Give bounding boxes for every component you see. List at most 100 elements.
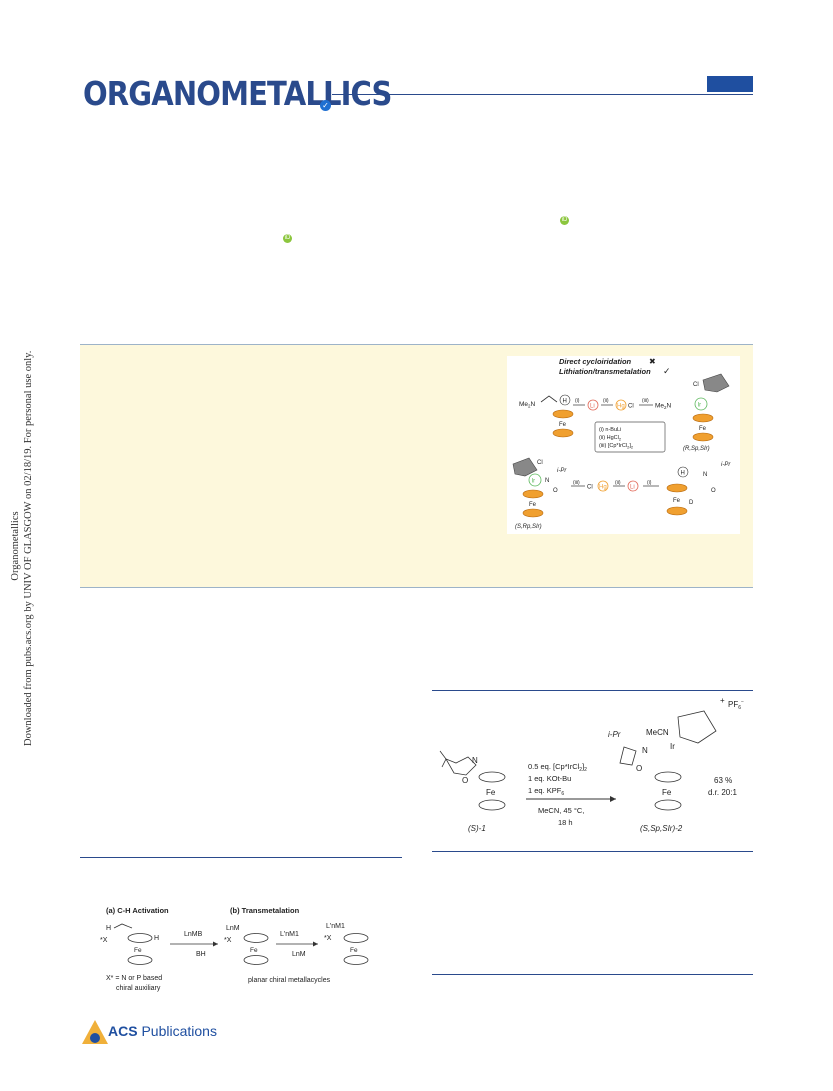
cp-ring-top [552,409,574,419]
svg-text:H: H [681,471,685,477]
journal-logo: ORGANOMETALLICS [83,74,392,113]
svg-text:1 eq. KOt-Bu: 1 eq. KOt-Bu [528,774,571,783]
scheme-1: N O Fe (S)-1 0.5 eq. [Cp*IrCl2]2 1 eq. K… [432,690,753,852]
svg-text:Fe: Fe [250,947,258,954]
svg-text:L'nM1: L'nM1 [326,923,345,930]
check-icon: ✓ [663,366,671,376]
svg-text:(S,Sp,SIr)-2: (S,Sp,SIr)-2 [640,824,683,833]
svg-text:(i): (i) [575,398,580,404]
svg-text:X* = N or P based: X* = N or P based [106,975,162,982]
svg-text:Cl: Cl [587,485,593,491]
svg-text:chiral auxiliary: chiral auxiliary [116,985,161,992]
toc-scheme: Direct cycloiridation ✖ Lithiation/trans… [512,357,731,530]
svg-text:(iii): (iii) [573,480,580,486]
hg-circle [615,399,627,411]
svg-text:Ir: Ir [670,742,675,751]
svg-text:*X: *X [224,937,232,944]
toc-direct-label: Direct cycloiridation [559,357,632,366]
toc-lith-label: Lithiation/transmetalation [559,367,651,376]
acs-publications-wordmark: ACS Publications [108,1023,217,1039]
svg-text:d.r. 20:1: d.r. 20:1 [708,788,737,797]
svg-text:LnMB: LnMB [184,931,203,938]
svg-text:H: H [563,399,567,405]
svg-text:(R,Sp,SIr): (R,Sp,SIr) [683,446,710,452]
svg-text:(ii) HgCl2: (ii) HgCl2 [599,435,622,442]
figure-1: (a) C-H Activation (b) Transmetalation H… [80,857,402,1008]
toc-graphic: Direct cycloiridation ✖ Lithiation/trans… [507,356,740,534]
reagent-box [594,421,666,453]
svg-text:1 eq. KPF6: 1 eq. KPF6 [528,786,564,797]
svg-text:Fe: Fe [673,498,681,504]
svg-text:H: H [106,925,111,932]
svg-text:BH: BH [196,951,206,958]
svg-text:0.5 eq. [Cp*IrCl2]2: 0.5 eq. [Cp*IrCl2]2 [528,762,587,773]
journal-masthead: ORGANOMETALLICS [83,74,434,113]
cp-star-ring [677,710,717,744]
svg-text:O: O [636,764,642,773]
header-accent-block [707,76,753,92]
acs-wordmark-suffix: Publications [141,1023,217,1039]
svg-text:(iii) [Cp*IrCl2]2: (iii) [Cp*IrCl2]2 [599,443,634,450]
verified-check-icon[interactable]: ✓ [320,100,331,111]
svg-text:LnM: LnM [292,951,306,958]
svg-text:Fe: Fe [350,947,358,954]
svg-text:Fe: Fe [529,502,537,508]
svg-text:Fe: Fe [486,788,496,797]
svg-text:N: N [545,478,549,484]
svg-text:Ir: Ir [698,403,702,409]
svg-text:Ir: Ir [532,479,536,485]
acs-publications-logo[interactable] [80,1018,220,1048]
svg-text:i-Pr: i-Pr [608,730,621,739]
svg-text:PF6−: PF6− [728,699,744,711]
svg-text:+: + [720,696,725,705]
svg-text:(ii): (ii) [603,398,609,404]
svg-text:Fe: Fe [134,947,142,954]
svg-text:*X: *X [324,935,332,942]
svg-text:Fe: Fe [699,426,707,432]
svg-text:i-Pr: i-Pr [721,462,731,468]
svg-text:Cl: Cl [537,460,543,466]
svg-text:(i) n-BuLi: (i) n-BuLi [599,427,621,433]
svg-text:L'nM1: L'nM1 [280,931,299,938]
cp-star-ring-2 [512,457,538,477]
download-notice-journal: Organometallics [10,511,21,581]
fig1-label-a: (a) C-H Activation [106,906,169,915]
svg-text:18 h: 18 h [558,818,573,827]
svg-text:Hg: Hg [599,485,607,491]
svg-text:Hg: Hg [617,404,625,410]
header-divider [332,94,753,95]
svg-text:(S,Rp,SIr): (S,Rp,SIr) [515,524,542,530]
svg-text:O: O [711,488,716,494]
svg-text:Cl: Cl [628,404,634,410]
svg-text:*X: *X [100,937,108,944]
ir-circle [694,397,708,411]
acs-wordmark-bold: ACS [108,1023,138,1039]
svg-text:(S)-1: (S)-1 [468,824,486,833]
svg-text:MeCN: MeCN [646,728,669,737]
svg-text:planar chiral metallacycles: planar chiral metallacycles [248,977,331,984]
svg-text:i-Pr: i-Pr [557,468,567,474]
orcid-icon[interactable]: iD [560,216,569,225]
svg-text:(i): (i) [647,480,652,486]
svg-text:MeCN, 45 °C,: MeCN, 45 °C, [538,806,584,815]
svg-text:(iii): (iii) [642,398,649,404]
h-circle [559,394,571,406]
svg-text:(ii): (ii) [615,480,621,486]
svg-text:N: N [642,746,648,755]
orcid-icon[interactable]: iD [283,234,292,243]
cp-ring-bottom [552,428,574,438]
svg-text:Li: Li [590,404,595,410]
svg-text:H: H [154,935,159,942]
acs-logo-icon [82,1020,108,1044]
svg-text:N: N [472,756,478,765]
download-notice: Organometallics Downloaded from pubs.acs… [3,346,43,746]
me2n-label-2: Me2N [655,403,672,411]
scheme-divider [432,974,753,975]
svg-text:Fe: Fe [662,788,672,797]
figure-1-drawing: (a) C-H Activation (b) Transmetalation H… [100,906,369,992]
download-notice-text: Downloaded from pubs.acs.org by UNIV OF … [23,350,34,746]
me2n-label: Me2N [519,401,536,409]
svg-text:Cl: Cl [693,382,699,388]
scheme-1-drawing: N O Fe (S)-1 0.5 eq. [Cp*IrCl2]2 1 eq. K… [439,696,744,833]
svg-text:LnM: LnM [226,925,240,932]
